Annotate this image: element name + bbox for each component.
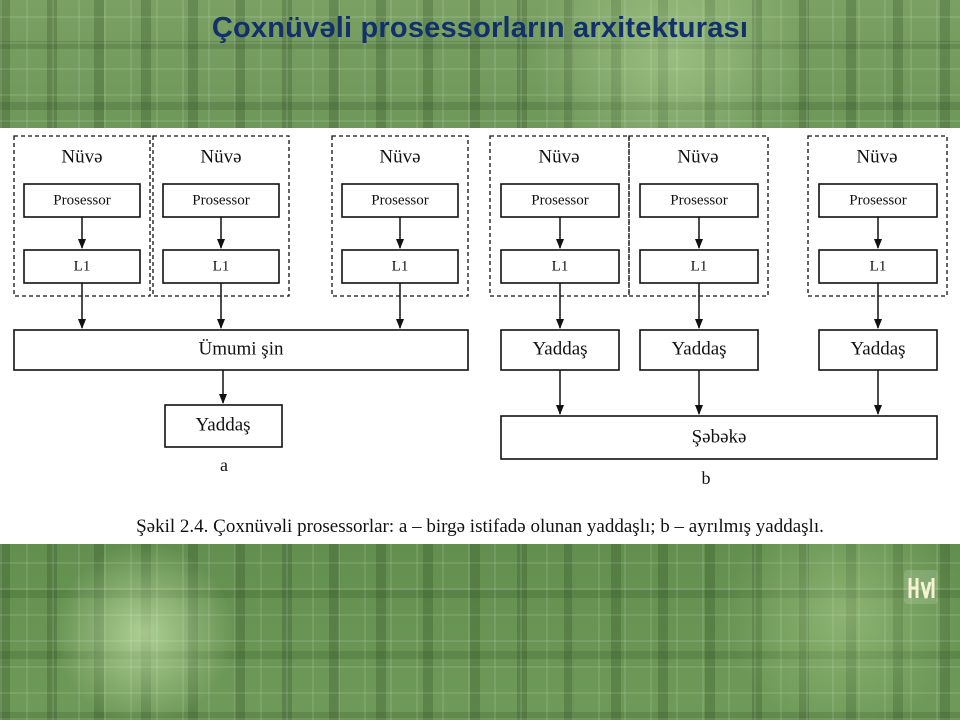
local-memory-label: Yaddaş — [671, 338, 726, 359]
cache-label: L1 — [74, 258, 91, 274]
core-label: Nüvə — [200, 146, 241, 167]
slide-title: Çoxnüvəli prosessorların arxitekturası — [211, 12, 749, 44]
core-label: Nüvə — [61, 146, 102, 167]
diagram-a-label: a — [220, 455, 228, 475]
diagram-b-label: b — [702, 468, 711, 488]
core-label: Nüvə — [677, 146, 718, 167]
shared-memory-box — [164, 404, 283, 448]
cache-label: L1 — [213, 258, 230, 274]
core-label: Nüvə — [856, 146, 897, 167]
shared-memory-label: Yaddaş — [195, 414, 250, 435]
figure-caption: Şəkil 2.4. Çoxnüvəli prosessorlar: a – b… — [136, 516, 824, 537]
core-frame — [628, 135, 769, 297]
shared-bus-label: Ümumi şin — [199, 338, 284, 359]
local-memory-label: Yaddaş — [532, 338, 587, 359]
processor-label: Prosessor — [371, 192, 429, 208]
core-label: Nüvə — [538, 146, 579, 167]
cache-label: L1 — [392, 258, 409, 274]
local-memory-label: Yaddaş — [850, 338, 905, 359]
processor-label: Prosessor — [849, 192, 907, 208]
network-box — [500, 415, 938, 460]
shared-bus-box — [13, 329, 469, 371]
university-logo-icon — [904, 570, 938, 604]
cache-label: L1 — [870, 258, 887, 274]
cache-label: L1 — [691, 258, 708, 274]
core-label: Nüvə — [379, 146, 420, 167]
processor-label: Prosessor — [53, 192, 111, 208]
network-label: Şəbəkə — [692, 426, 747, 447]
cache-label: L1 — [552, 258, 569, 274]
processor-label: Prosessor — [670, 192, 728, 208]
processor-label: Prosessor — [192, 192, 250, 208]
core-frame — [807, 135, 948, 297]
processor-label: Prosessor — [531, 192, 589, 208]
